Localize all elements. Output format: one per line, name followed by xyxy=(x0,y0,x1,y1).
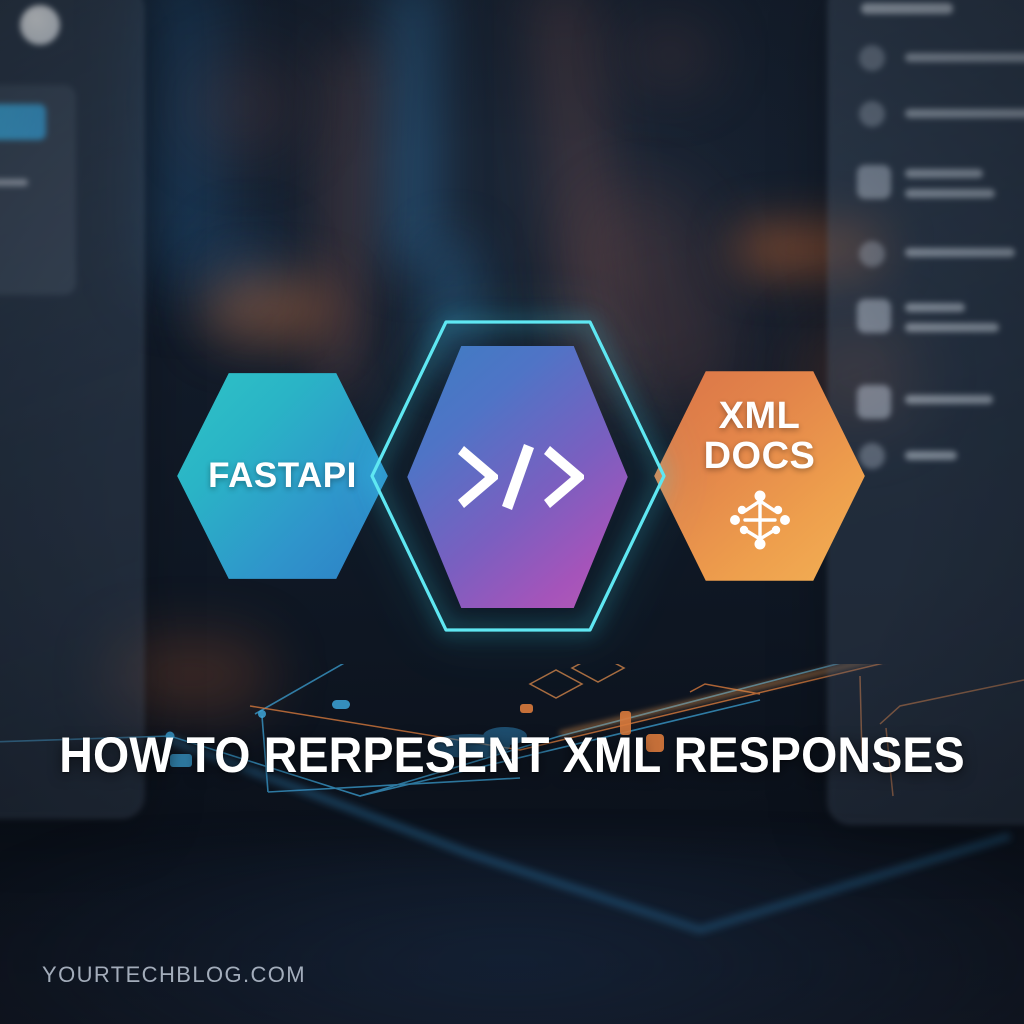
list-icon-6 xyxy=(857,385,891,419)
badge-fastapi xyxy=(177,373,388,579)
text-line-placeholder xyxy=(905,303,965,312)
text-line-placeholder xyxy=(905,169,983,178)
list-icon-7 xyxy=(859,443,885,469)
code-brackets-icon xyxy=(405,342,630,612)
list-icon-1 xyxy=(859,45,885,71)
badge-xml-docs xyxy=(654,371,865,581)
text-line-placeholder xyxy=(905,248,1015,257)
list-icon-4 xyxy=(859,241,885,267)
text-line-placeholder xyxy=(905,323,999,332)
text-line-placeholder xyxy=(0,179,28,186)
text-line-placeholder xyxy=(905,395,993,404)
list-icon-3 xyxy=(857,165,891,199)
badge-cluster: FASTAPI XML DOCS xyxy=(0,320,1024,650)
site-watermark: YOURTECHBLOG.COM xyxy=(42,962,307,987)
left-ui-panel xyxy=(0,0,144,818)
neon-hexagon-outline xyxy=(370,320,666,632)
list-icon-5 xyxy=(857,299,891,333)
avatar xyxy=(20,5,60,45)
selected-row-highlight xyxy=(0,104,46,140)
list-icon-2 xyxy=(859,101,885,127)
text-line-placeholder xyxy=(905,189,995,198)
panel-title-placeholder xyxy=(861,3,953,14)
page-title: HOW TO RERPESENT XML RESPONSES xyxy=(59,727,965,783)
text-line-placeholder xyxy=(905,451,957,460)
text-line-placeholder xyxy=(905,109,1024,118)
text-line-placeholder xyxy=(905,53,1024,62)
right-ui-panel xyxy=(828,0,1024,824)
